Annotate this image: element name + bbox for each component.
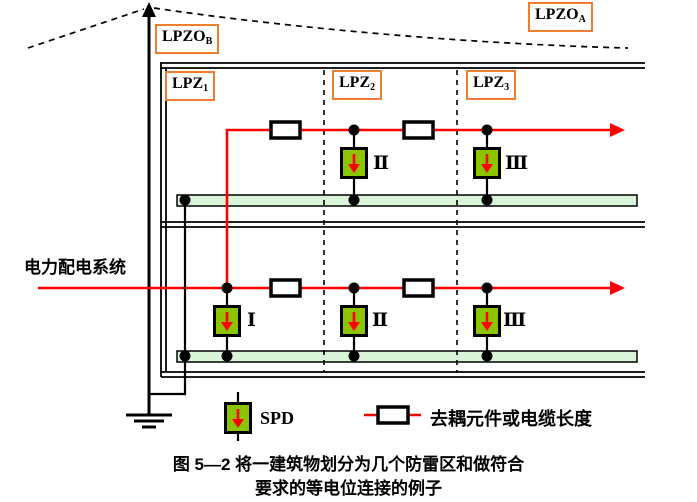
bonding-conductors <box>149 130 489 441</box>
decoupler-upper-2 <box>402 120 435 140</box>
equipotential-bonding-bars <box>176 194 638 363</box>
power-system-label: 电力配电系统 <box>24 258 126 277</box>
zone-label-lpz0b-text: LPZO <box>162 28 206 45</box>
decoupler-upper-1 <box>269 120 302 140</box>
spd-lower-iii <box>473 305 501 337</box>
zone-label-lpz3: LPZ3 <box>466 70 517 100</box>
power-line-arrowheads <box>610 123 625 295</box>
spd-lower-ii <box>340 305 368 337</box>
spd-lower-i <box>213 305 241 337</box>
building-outline <box>160 62 645 378</box>
zone-label-lpz1-text: LPZ <box>172 75 204 92</box>
zone-label-lpz0a: LPZOA <box>528 2 593 32</box>
lpz0-boundary-dashes <box>27 7 629 49</box>
zone-label-lpz0b: LPZOB <box>155 24 220 54</box>
decoupler-lower-2 <box>402 278 435 298</box>
spd-arrow-icon <box>481 312 493 331</box>
zone-label-lpz0a-sub: A <box>578 14 586 25</box>
zone-label-lpz2-sub: 2 <box>370 82 376 93</box>
zone-label-lpz2: LPZ2 <box>332 70 383 100</box>
zone-divider-dashes <box>323 70 458 372</box>
spd-arrow-icon <box>348 312 360 331</box>
legend-spd-label: SPD <box>260 408 295 428</box>
spd-tag-upper-iii: Ⅲ <box>505 153 529 174</box>
spd-arrow-icon <box>221 312 233 331</box>
zone-label-lpz3-sub: 3 <box>504 82 510 93</box>
figure-caption-line2: 要求的等电位连接的例子 <box>255 479 442 498</box>
spd-arrow-icon <box>481 154 493 173</box>
zone-label-lpz1-sub: 1 <box>203 83 209 94</box>
spd-tag-lower-ii: Ⅱ <box>372 310 389 331</box>
spd-upper-ii <box>340 147 368 179</box>
spd-arrow-icon <box>348 154 360 173</box>
spd-tag-lower-iii: Ⅲ <box>503 310 527 331</box>
spd-tag-upper-ii: Ⅱ <box>373 153 390 174</box>
upper-power-line <box>225 128 612 288</box>
lower-bonding-bar <box>176 350 638 363</box>
lower-arrowhead-icon <box>610 281 625 295</box>
spd-arrow-icon <box>232 409 244 428</box>
air-terminal-mast <box>142 2 156 414</box>
spd-tag-lower-i: Ⅰ <box>247 310 256 331</box>
junction-dots <box>179 124 493 362</box>
figure-caption-line1: 图 5—2 将一建筑物划分为几个防雷区和做符合 <box>172 455 525 474</box>
decoupler-lower-1 <box>269 278 302 298</box>
zone-label-lpz3-text: LPZ <box>473 74 505 91</box>
zone-label-lpz2-text: LPZ <box>339 74 371 91</box>
zone-label-lpz1: LPZ1 <box>165 71 216 101</box>
upper-bonding-bar <box>176 194 638 207</box>
spd-upper-iii <box>473 147 501 179</box>
zone-label-lpz0a-text: LPZO <box>535 6 579 23</box>
legend-decoupler-symbol <box>376 405 410 425</box>
upper-arrowhead-icon <box>610 123 625 137</box>
zone-label-lpz0b-sub: B <box>205 36 213 47</box>
legend-decoupler-label: 去耦元件或电缆长度 <box>430 409 592 429</box>
legend-spd-symbol <box>224 402 252 434</box>
earth-symbol-icon <box>126 413 172 429</box>
mast-arrowhead-icon <box>142 2 156 17</box>
decoupling-elements <box>269 120 435 425</box>
